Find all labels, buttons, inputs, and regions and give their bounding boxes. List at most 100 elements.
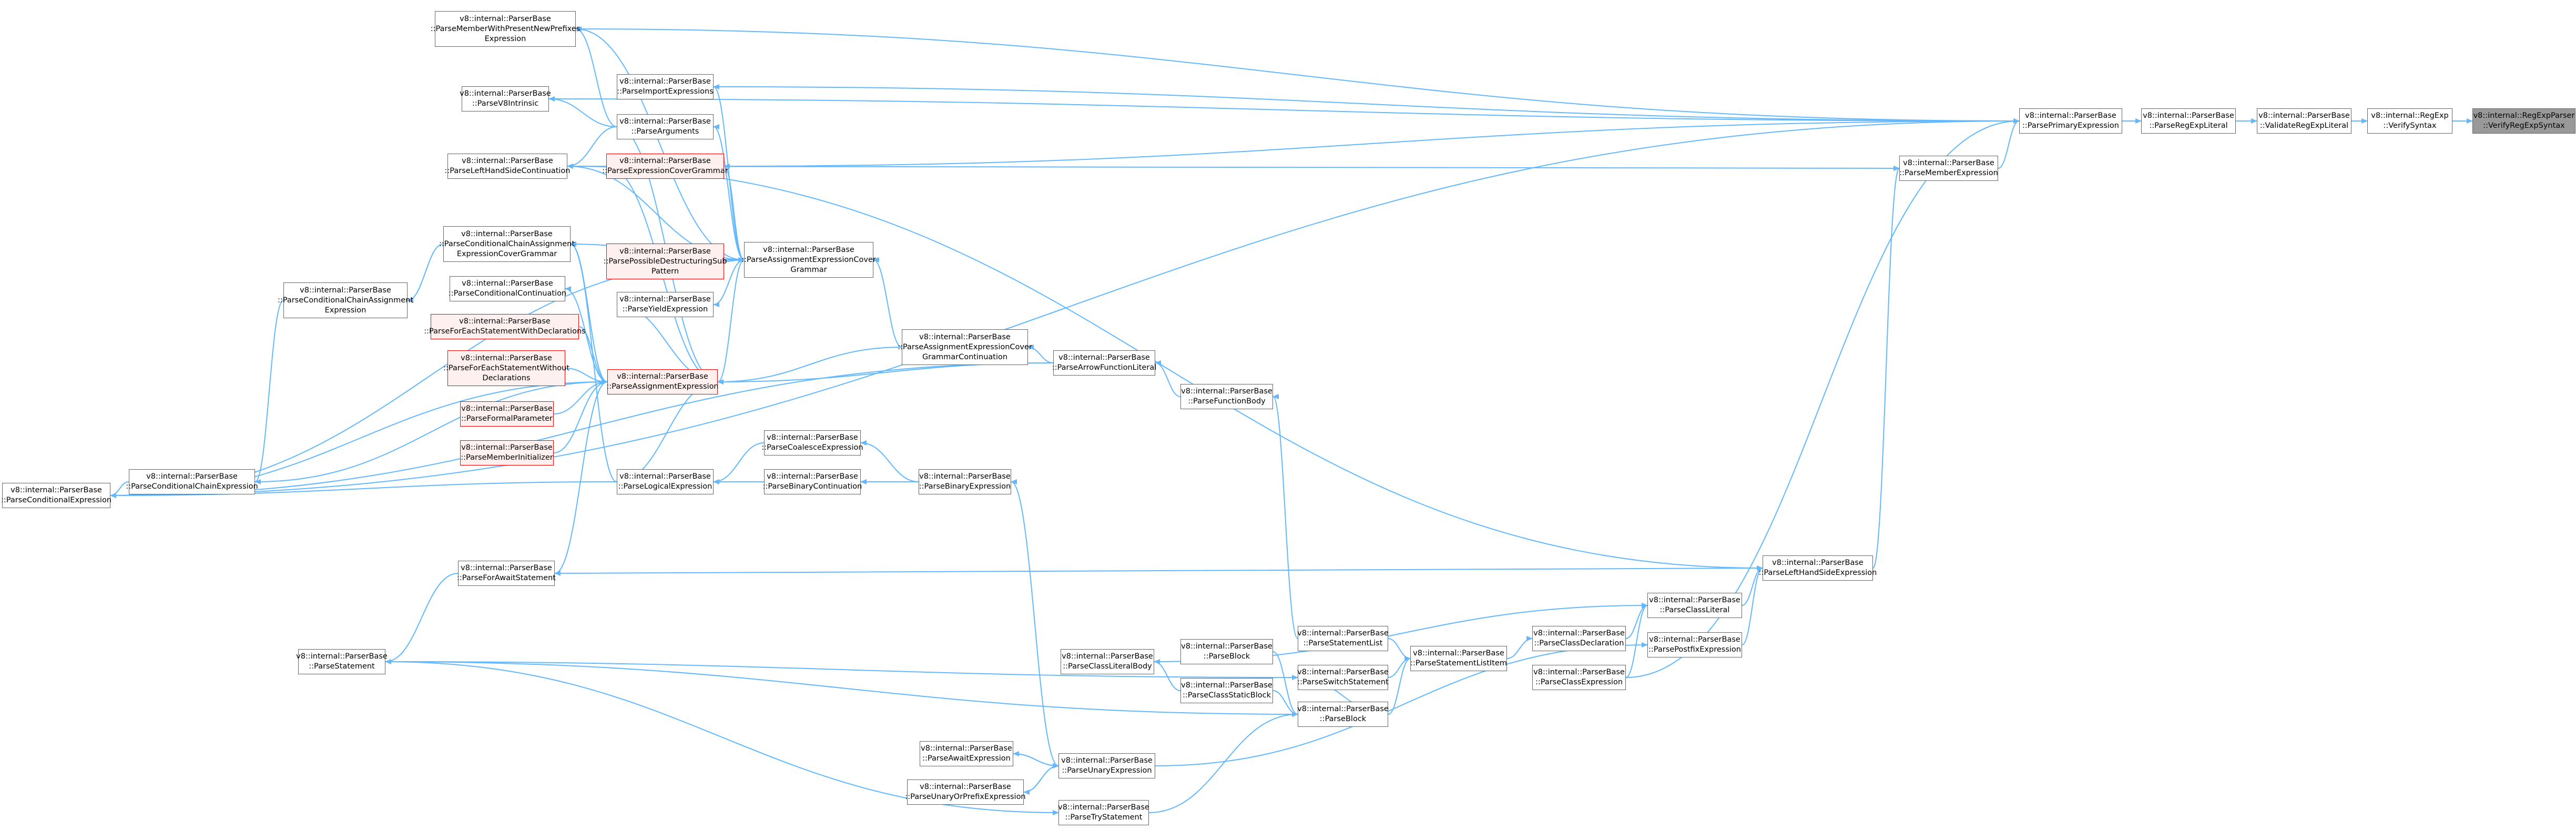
node-parseassignmentexpressioncovergrammarcontinuation[interactable]: v8::internal::ParserBase::ParseAssignmen…	[898, 329, 1032, 365]
node-line: v8::internal::ParserBase	[11, 486, 102, 494]
node-parseconditionalexpression[interactable]: v8::internal::ParserBase::ParseCondition…	[1, 483, 112, 508]
node-parseunaryexpression[interactable]: v8::internal::ParserBase::ParseUnaryExpr…	[1058, 753, 1155, 778]
node-line: v8::internal::ParserBase	[1297, 629, 1389, 637]
node-line: v8::internal::ParserBase	[2258, 112, 2350, 120]
node-parsebinaryexpression[interactable]: v8::internal::ParserBase::ParseBinaryExp…	[919, 469, 1011, 494]
node-line: v8::internal::ParserBase	[617, 372, 708, 381]
node-parsearguments[interactable]: v8::internal::ParserBase::ParseArguments	[617, 114, 714, 139]
node-line: ::ParseLeftHandSideExpression	[1758, 569, 1877, 577]
node-parsestatement[interactable]: v8::internal::ParserBase::ParseStatement	[296, 649, 388, 674]
node-parseassignmentexpression[interactable]: v8::internal::ParserBase::ParseAssignmen…	[606, 369, 719, 394]
node-line: ::ParseForEachStatementWithout	[443, 363, 570, 372]
node-parseclassdeclaration[interactable]: v8::internal::ParserBase::ParseClassDecl…	[1532, 626, 1626, 651]
node-parseconditionalchainassignmentexpressioncovergrammar[interactable]: v8::internal::ParserBase::ParseCondition…	[439, 226, 575, 262]
node-parseblock-b[interactable]: v8::internal::ParserBase::ParseBlock	[1297, 702, 1389, 727]
call-edge-parselefthandsidecontinuation-to-parsememberexpression	[567, 165, 1900, 171]
node-line: v8::internal::ParserBase	[460, 14, 551, 23]
node-parsefunctionbody[interactable]: v8::internal::ParserBase::ParseFunctionB…	[1180, 384, 1273, 409]
node-parselefthandsideexpression[interactable]: v8::internal::ParserBase::ParseLeftHandS…	[1759, 555, 1877, 581]
node-line: ::ParseAwaitExpression	[922, 754, 1011, 763]
node-parseclassstaticblock[interactable]: v8::internal::ParserBase::ParseClassStat…	[1180, 678, 1273, 703]
node-validateregexpliteral[interactable]: v8::internal::ParserBase::ValidateRegExp…	[2257, 108, 2351, 134]
node-line: ::ParseMemberInitializer	[461, 453, 553, 462]
node-line: ::ParseAssignmentExpression	[606, 382, 719, 391]
node-parseprimaryexpression[interactable]: v8::internal::ParserBase::ParsePrimaryEx…	[2019, 108, 2122, 134]
node-line: ExpressionCoverGrammar	[456, 249, 557, 258]
node-line: v8::internal::ParserBase	[461, 443, 553, 452]
node-parselefthandsidecontinuation[interactable]: v8::internal::ParserBase::ParseLeftHandS…	[445, 154, 570, 179]
node-parseconditionalcontinuation[interactable]: v8::internal::ParserBase::ParseCondition…	[449, 276, 566, 301]
node-parseregexpliteral[interactable]: v8::internal::ParserBase::ParseRegExpLit…	[2141, 108, 2236, 134]
node-line: v8::internal::ParserBase	[921, 744, 1012, 753]
node-parsearrowfunctionliteral[interactable]: v8::internal::ParserBase::ParseArrowFunc…	[1052, 350, 1156, 376]
node-parselogicalexpression[interactable]: v8::internal::ParserBase::ParseLogicalEx…	[617, 469, 714, 494]
node-line: v8::internal::ParserBase	[1903, 159, 1994, 167]
node-line: Grammar	[790, 265, 827, 274]
node-parsev8intrinsic[interactable]: v8::internal::ParserBase::ParseV8Intrins…	[460, 86, 551, 112]
node-line: ::ParseClassDeclaration	[1534, 639, 1624, 647]
call-edge-parsearrowfunctionliteral-to-parseconditionalexpression	[110, 362, 1054, 498]
call-edge-parsearrowfunctionliteral-to-parseassignmentexpression	[717, 362, 1054, 384]
node-line: v8::internal::ParserBase	[619, 295, 711, 303]
node-line: v8::internal::ParserBase	[1181, 681, 1272, 690]
node-line: ::ParseConditionalChainAssignment	[277, 296, 414, 305]
call-edge-parsetrystatement-to-parseblock-b	[1148, 712, 1298, 813]
node-line: ::ParseRegExpLiteral	[2149, 122, 2228, 130]
node-parseclassexpression[interactable]: v8::internal::ParserBase::ParseClassExpr…	[1532, 665, 1626, 690]
call-edge-parseassignmentexpression-to-parselogicalexpression	[616, 381, 718, 484]
node-parseunaryorprefixexpression[interactable]: v8::internal::ParserBase::ParseUnaryOrPr…	[905, 780, 1026, 805]
call-edge-parsepostfixexpression-to-parselefthandsideexpression	[1742, 565, 1763, 645]
node-parseyieldexpression[interactable]: v8::internal::ParserBase::ParseYieldExpr…	[617, 292, 714, 317]
node-line: ::ParseUnaryExpression	[1062, 766, 1152, 775]
node-parsepossibledestructuringsubpattern[interactable]: v8::internal::ParserBase::ParsePossibleD…	[604, 244, 727, 279]
node-parseawaitexpression[interactable]: v8::internal::ParserBase::ParseAwaitExpr…	[920, 741, 1013, 766]
node-line: v8::internal::ParserBase	[1062, 652, 1153, 661]
node-parsestatementlistitem[interactable]: v8::internal::ParserBase::ParseStatement…	[1410, 646, 1507, 671]
node-parsetrystatement[interactable]: v8::internal::ParserBase::ParseTryStatem…	[1058, 800, 1149, 825]
node-parseforeachstatementwithoutdeclarations[interactable]: v8::internal::ParserBase::ParseForEachSt…	[443, 350, 569, 386]
node-parseexpressioncovergrammar[interactable]: v8::internal::ParserBase::ParseExpressio…	[602, 154, 728, 179]
node-line: ::ParseTryStatement	[1065, 813, 1143, 822]
node-parsememberexpression[interactable]: v8::internal::ParserBase::ParseMemberExp…	[1899, 156, 1998, 181]
node-parseimportexpressions[interactable]: v8::internal::ParserBase::ParseImportExp…	[617, 74, 714, 99]
node-verifyregexpsyntax[interactable]: v8::internal::RegExpParser::VerifyRegExp…	[2472, 108, 2575, 134]
node-parsememberinitializer[interactable]: v8::internal::ParserBase::ParseMemberIni…	[460, 440, 554, 465]
call-edge-parseblock-b-to-parsestatementlistitem	[1388, 656, 1411, 715]
node-line: v8::internal::ParserBase	[146, 472, 238, 481]
node-line: ::ParseClassLiteral	[1659, 606, 1730, 614]
node-line: v8::internal::ParserBase	[2143, 112, 2234, 120]
call-edge-parseclassexpression-to-parseclassliteral	[1625, 603, 1648, 678]
node-regexp-verifysyntax[interactable]: v8::internal::RegExp::VerifySyntax	[2367, 108, 2452, 134]
call-edge-parsefunctionbody-to-parsearrowfunctionliteral	[1155, 360, 1181, 397]
node-parseclassliteral[interactable]: v8::internal::ParserBase::ParseClassLite…	[1647, 593, 1742, 618]
node-line: v8::internal::ParserBase	[296, 652, 388, 661]
call-edge-parsestatementlist-to-parsestatementlistitem	[1388, 638, 1411, 661]
node-parseassignmentexpressioncovergrammar[interactable]: v8::internal::ParserBase::ParseAssignmen…	[741, 242, 876, 278]
node-parseconditionalchainexpression[interactable]: v8::internal::ParserBase::ParseCondition…	[126, 469, 258, 494]
node-parseconditionalchainassignmentexpression[interactable]: v8::internal::ParserBase::ParseCondition…	[278, 282, 413, 318]
node-parseformalparameter[interactable]: v8::internal::ParserBase::ParseFormalPar…	[460, 401, 554, 427]
node-parseforeachstatementwithdeclarations[interactable]: v8::internal::ParserBase::ParseForEachSt…	[424, 314, 586, 339]
node-line: v8::internal::ParserBase	[460, 89, 551, 98]
call-edge-parseclassdeclaration-to-parseclassliteral	[1625, 603, 1648, 639]
node-line: ::ParseStatementList	[1303, 639, 1383, 647]
node-parsememberwithpresentnewprefixesexpression[interactable]: v8::internal::ParserBase::ParseMemberWit…	[431, 11, 580, 47]
call-edge-parseforawaitstatement-to-parseassignmentexpression	[554, 379, 608, 574]
node-parseswitchstatement[interactable]: v8::internal::ParserBase::ParseSwitchSta…	[1297, 665, 1389, 690]
node-line: ::ParseClassLiteralBody	[1063, 662, 1152, 671]
node-line: v8::internal::ParserBase	[1181, 387, 1272, 396]
node-line: ::ParseConditionalExpression	[1, 496, 112, 504]
node-line: v8::internal::RegExpParser	[2473, 112, 2575, 120]
node-line: ::ParseConditionalChainExpression	[126, 482, 258, 491]
node-line: v8::internal::ParserBase	[461, 229, 553, 238]
node-parsecoalesceexpression[interactable]: v8::internal::ParserBase::ParseCoalesceE…	[761, 430, 863, 456]
node-line: ::ParseBlock	[1319, 715, 1367, 723]
node-parsepostfixexpression[interactable]: v8::internal::ParserBase::ParsePostfixEx…	[1647, 632, 1742, 657]
node-parseclassliteralbody[interactable]: v8::internal::ParserBase::ParseClassLite…	[1061, 649, 1154, 674]
node-parsestatementlist[interactable]: v8::internal::ParserBase::ParseStatement…	[1297, 626, 1389, 651]
node-line: ::ParseConditionalChainAssignment	[439, 239, 575, 248]
node-parseblock-a[interactable]: v8::internal::ParserBase::ParseBlock	[1180, 639, 1273, 664]
node-line: Expression	[324, 306, 366, 315]
node-parsebinarycontinuation[interactable]: v8::internal::ParserBase::ParseBinaryCon…	[763, 469, 862, 494]
node-parseforawaitstatement[interactable]: v8::internal::ParserBase::ParseForAwaitS…	[457, 561, 556, 586]
